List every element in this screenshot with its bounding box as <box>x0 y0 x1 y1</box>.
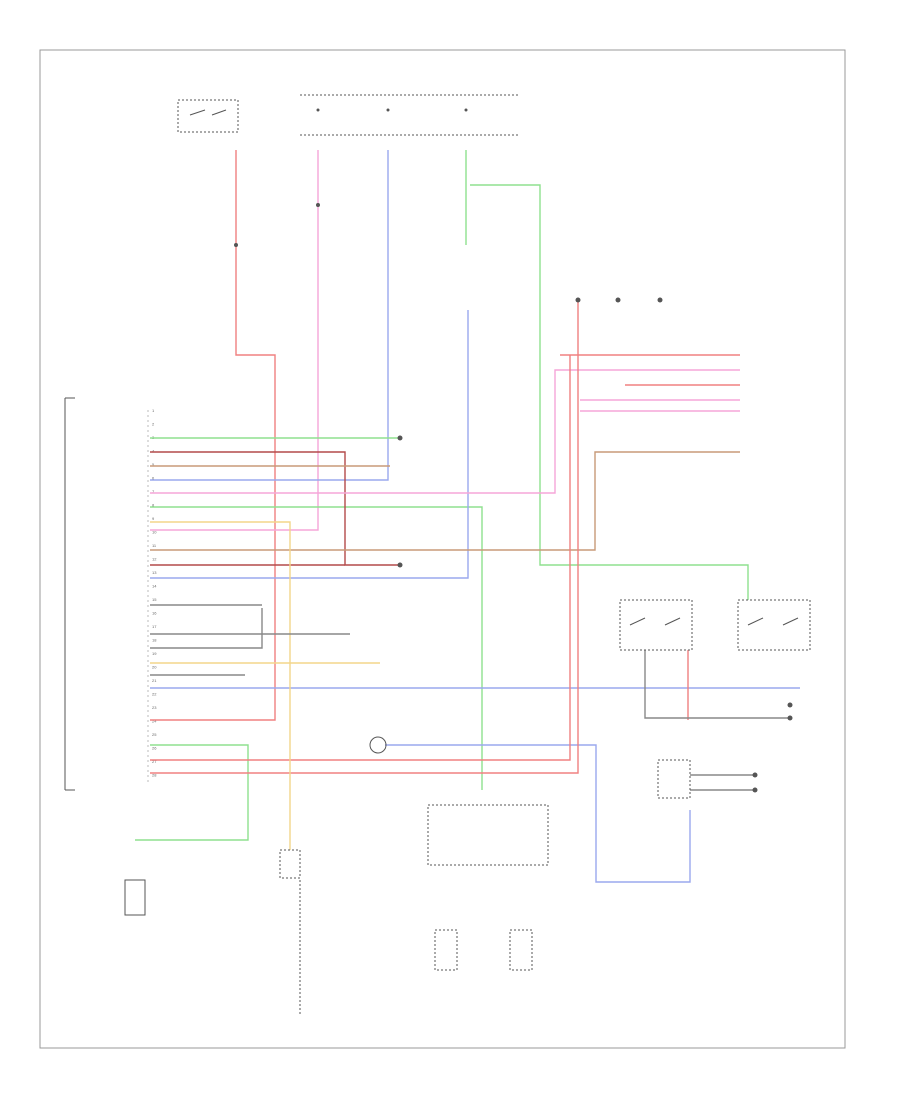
connector-pin-number: 24 <box>152 719 157 724</box>
connector-pin-number: 25 <box>152 732 157 737</box>
connector-pin-number: 5 <box>152 462 155 467</box>
wire-brown-2 <box>150 451 740 551</box>
connector-pin-number: 1 <box>152 408 155 413</box>
right-door-lock-switch <box>737 599 811 651</box>
wire-blue-fuse <box>150 150 389 481</box>
wire-green-mid <box>150 506 483 790</box>
connector-pin-number: 12 <box>152 557 157 562</box>
wire-blue-low <box>385 744 691 883</box>
connector-pin-number: 19 <box>152 651 157 656</box>
connector-pin-number: 18 <box>152 638 157 643</box>
wire-darkred-1 <box>150 451 400 566</box>
connector-pin-number: 28 <box>152 773 157 778</box>
connector-pin-number: 15 <box>152 597 157 602</box>
wire-pink-fuse <box>150 150 319 531</box>
ignition-switch <box>177 99 239 133</box>
junction-dots <box>234 203 793 793</box>
connector-pin-number: 9 <box>152 516 155 521</box>
wire-pink-door-1 <box>150 369 740 494</box>
wire-red-lock-2 <box>150 300 579 774</box>
door-key-switch <box>657 759 691 799</box>
connector-pin-number: 8 <box>152 503 155 508</box>
connector-pin-number: 2 <box>152 422 155 427</box>
connector-pin-number: 13 <box>152 570 157 575</box>
wire-gray-2 <box>150 608 263 649</box>
wire-red-ignition <box>150 150 276 721</box>
connector-pin-number: 17 <box>152 624 157 629</box>
inline-connector <box>369 736 387 754</box>
control-module <box>64 397 149 791</box>
connector-pin-number: 14 <box>152 584 157 589</box>
connector-pins: 1234567891011121314151617181920212223242… <box>152 408 157 778</box>
connector-pin-number: 26 <box>152 746 157 751</box>
connector-pin-number: 7 <box>152 489 155 494</box>
wire-blue-center <box>150 310 469 579</box>
connector-pin-number: 10 <box>152 530 157 535</box>
connector-pin-number: 23 <box>152 705 157 710</box>
left-door-lock-switch <box>619 599 693 651</box>
connector-pin-number: 6 <box>152 476 155 481</box>
connector-pin-number: 11 <box>152 543 157 548</box>
connector-pin-number: 27 <box>152 759 157 764</box>
connector-pin-number: 16 <box>152 611 157 616</box>
connector-pin-number: 22 <box>152 692 157 697</box>
actuators <box>427 804 549 971</box>
wire-yellow-1 <box>150 521 291 850</box>
wire-green-right <box>470 184 749 600</box>
connector-pin-number: 4 <box>152 449 155 454</box>
lower-left-component <box>124 879 146 916</box>
lower-center-component <box>279 849 301 1015</box>
diagram-frame <box>39 49 846 1049</box>
wire-green-bottom <box>135 744 249 841</box>
wires <box>135 150 800 883</box>
connector-pin-number: 21 <box>152 678 157 683</box>
connector-pin-number: 20 <box>152 665 157 670</box>
wire-red-lock-1 <box>150 355 571 761</box>
wire-gray-ground <box>644 650 790 719</box>
fuse-box <box>300 94 520 136</box>
